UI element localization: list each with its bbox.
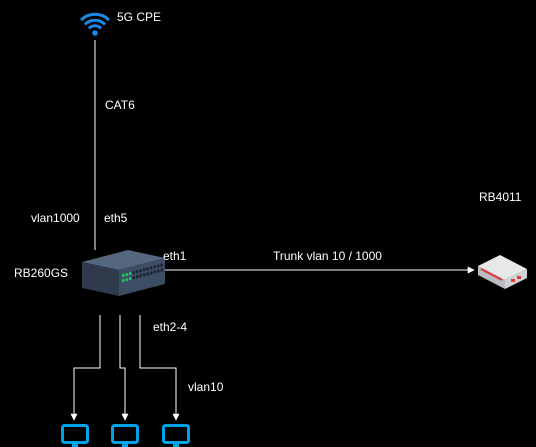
- network-switch-icon: [82, 250, 165, 296]
- access-ports-label: eth2-4: [153, 320, 188, 334]
- switch-port: [143, 273, 146, 277]
- desktop-monitor-icon: [162, 424, 190, 447]
- switch-port: [153, 265, 156, 269]
- uplink-vlan-label: vlan1000: [31, 211, 80, 225]
- switch-port: [153, 270, 156, 274]
- switch-port: [160, 263, 163, 267]
- cable-label: CAT6: [105, 98, 135, 112]
- switch-port: [160, 268, 163, 272]
- switch-port: [132, 276, 135, 280]
- access-link-1: [70, 315, 101, 421]
- switch-port: [125, 273, 128, 277]
- switch-port: [150, 271, 153, 275]
- switch-port: [139, 269, 142, 273]
- switch-label: RB260GS: [14, 266, 69, 280]
- router-icon: [478, 255, 527, 289]
- access-vlan-label: vlan10: [188, 380, 224, 394]
- desktop-monitor-icon: [61, 424, 89, 447]
- wifi-icon: [79, 12, 111, 36]
- trunk-port-label: eth1: [163, 249, 187, 263]
- switch-port: [122, 279, 125, 282]
- switch-port: [146, 267, 149, 271]
- switch-port: [132, 271, 135, 275]
- cpe-label: 5G CPE: [117, 10, 162, 24]
- router-label: RB4011: [479, 190, 522, 204]
- switch-port: [150, 266, 153, 270]
- switch-port: [129, 277, 132, 281]
- trunk-label: Trunk vlan 10 / 1000: [273, 249, 382, 263]
- desktop-monitor-icon: [111, 424, 139, 447]
- access-link-3: [139, 315, 180, 421]
- switch-port: [139, 274, 142, 278]
- switch-port: [122, 274, 125, 277]
- switch-port: [146, 272, 149, 276]
- switch-port: [136, 270, 139, 274]
- switch-port: [125, 278, 128, 282]
- switch-port: [136, 275, 139, 279]
- switch-port: [157, 269, 160, 273]
- switch-port: [143, 268, 146, 272]
- switch-port: [157, 264, 160, 268]
- access-link-2: [119, 315, 129, 421]
- uplink-port-label: eth5: [104, 211, 128, 225]
- switch-port: [129, 272, 132, 276]
